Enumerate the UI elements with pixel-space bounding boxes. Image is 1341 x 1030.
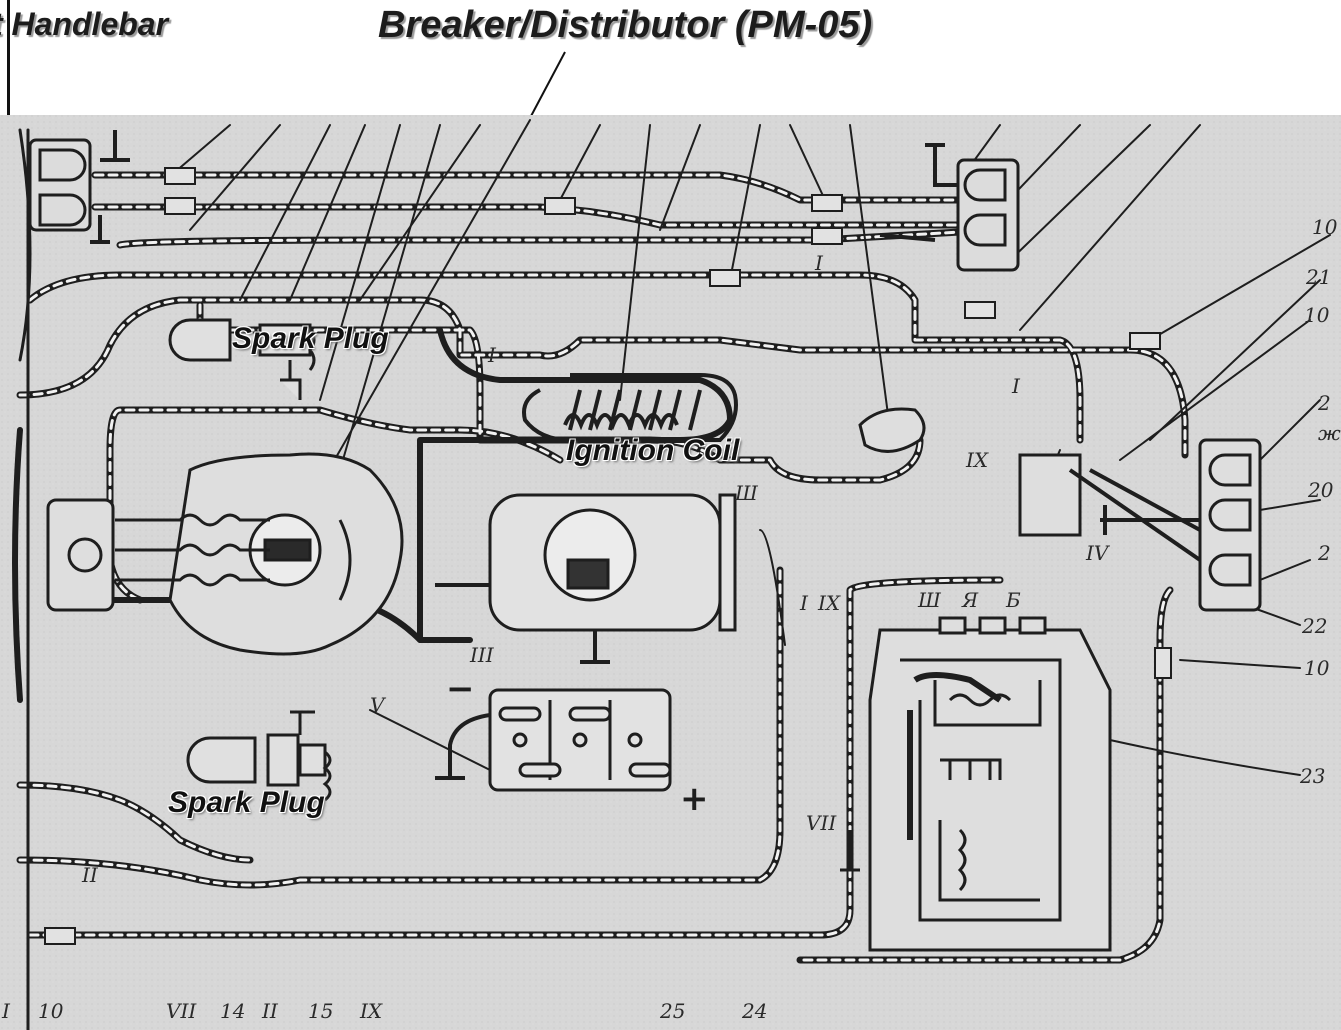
wire-label-V: V: [370, 693, 387, 717]
wire-label-IV: IV: [1085, 541, 1111, 565]
label-bottom-I: I: [1, 999, 11, 1023]
label-bottom-15: 15: [308, 999, 333, 1023]
wire-label-II: II: [81, 863, 99, 887]
label-10-a: 10: [1312, 215, 1338, 239]
label-21: 21: [1305, 265, 1331, 289]
terminal-ya: Я: [961, 588, 979, 612]
regulator-terminal-labels: Ш Я Б: [917, 588, 1021, 612]
ignition-coil-callout: Ignition Coil: [566, 434, 740, 467]
wire-label-IX-b: IX: [817, 591, 841, 615]
generator-terminal-sh: Ш: [734, 481, 759, 505]
label-bottom-II: II: [261, 999, 279, 1023]
label-2-a: 2: [1317, 391, 1331, 415]
wire-label-I-b: I: [487, 343, 497, 367]
label-bottom-IX: IX: [359, 999, 383, 1023]
label-10-b: 10: [1304, 303, 1330, 327]
label-23: 23: [1299, 764, 1325, 788]
battery-minus-sign: −: [446, 669, 475, 709]
spark-plug-bottom-callout: Spark Plug: [168, 786, 325, 819]
left-handlebar-title: t Handlebar: [0, 6, 169, 42]
wire-label-III: III: [469, 643, 495, 667]
leader-line: [529, 51, 566, 119]
wire-label-I-d: I: [799, 591, 809, 615]
label-bottom-25: 25: [659, 999, 685, 1023]
wire-label-I-a: I: [814, 251, 824, 275]
wiring-diagram: 10 21 10 2 ж 20 2 22 10 23 I 10 VII 14 I…: [0, 115, 1341, 1030]
spark-plug-top-callout: Spark Plug: [232, 322, 389, 355]
label-bottom-VII: VII: [166, 999, 197, 1023]
terminal-b: Б: [1005, 588, 1021, 612]
label-2-b: 2: [1317, 541, 1331, 565]
label-22: 22: [1301, 614, 1327, 638]
bottom-edge-labels: I 10 VII 14 II 15 IX 25 24: [1, 999, 767, 1023]
label-bottom-24: 24: [741, 999, 767, 1023]
battery-plus-sign: +: [680, 779, 709, 819]
wire-label-VII: VII: [806, 811, 837, 835]
label-bottom-14: 14: [220, 999, 245, 1023]
terminal-sh: Ш: [917, 588, 942, 612]
label-bottom-10: 10: [38, 999, 64, 1023]
wire-labels: I I I IX IV III V I IX VII II: [81, 251, 1111, 887]
right-edge-labels: 10 21 10 2 ж 20 2 22 10 23: [1299, 215, 1341, 788]
label-20: 20: [1307, 478, 1334, 502]
wire-label-IX-a: IX: [965, 448, 989, 472]
label-10-c: 10: [1304, 656, 1330, 680]
label-zh: ж: [1318, 421, 1341, 445]
breaker-distributor-title: Breaker/Distributor (PM-05): [378, 4, 873, 46]
wire-label-I-c: I: [1011, 374, 1021, 398]
